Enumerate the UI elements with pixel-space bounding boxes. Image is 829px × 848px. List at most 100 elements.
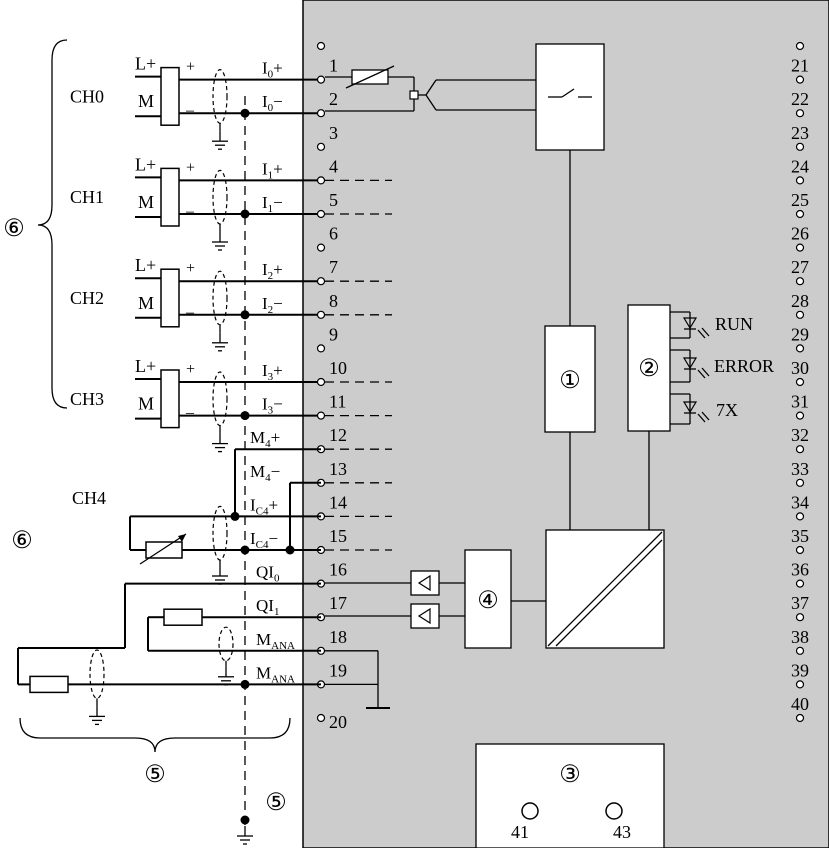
label-m-ana: MANA xyxy=(256,663,295,685)
pin-1-label: 1 xyxy=(329,56,338,76)
terminal-33 xyxy=(795,478,805,487)
pin-25-label: 25 xyxy=(791,190,809,210)
label-qi-0: QI0 xyxy=(256,563,280,585)
pin-24-label: 24 xyxy=(791,156,809,176)
terminal-24 xyxy=(795,176,805,185)
plus-label: + xyxy=(186,260,195,277)
marker-5-left: ⑤ xyxy=(144,762,166,788)
pin-33-label: 33 xyxy=(791,459,809,479)
terminals-and-wiring: 2122232425262728293031323334353637383940… xyxy=(17,41,809,845)
terminal-43 xyxy=(605,802,623,820)
terminal-6 xyxy=(316,243,326,252)
channel-label-0: CH0 xyxy=(70,86,104,106)
pin-35-label: 35 xyxy=(791,526,809,546)
terminal-39 xyxy=(795,680,805,689)
cable-shield xyxy=(89,649,105,700)
pin-34-label: 34 xyxy=(791,492,809,512)
pin-4-label: 4 xyxy=(329,156,338,176)
label-m4-plus: M4+ xyxy=(250,428,280,450)
channel-label-2: CH2 xyxy=(70,288,104,308)
output-amp-1 xyxy=(410,603,440,629)
terminal-top xyxy=(316,41,326,51)
terminal-28 xyxy=(795,310,805,319)
label-ic4-minus: IC4− xyxy=(250,529,278,551)
label-i1-plus: I1+ xyxy=(262,159,283,181)
cable-shield xyxy=(218,626,234,662)
marker-6-top: ⑥ xyxy=(3,216,25,242)
block-1 xyxy=(544,325,596,433)
lplus-label: L+ xyxy=(135,255,156,275)
plus-label: + xyxy=(186,361,195,378)
minus-label: – xyxy=(185,203,195,220)
pin-21-label: 21 xyxy=(791,56,809,76)
pin-16-label: 16 xyxy=(329,560,347,580)
label-ic4-plus: IC4+ xyxy=(250,495,278,517)
pin-6-label: 6 xyxy=(329,224,338,244)
terminal-26 xyxy=(795,243,805,252)
led-group: RUN ERROR 7X xyxy=(670,311,774,425)
cable-shield xyxy=(212,169,228,225)
pin-13-label: 13 xyxy=(329,459,347,479)
terminal-30 xyxy=(795,377,805,387)
pin-2-label: 2 xyxy=(329,89,338,109)
cable-shield xyxy=(212,505,228,561)
junction-terminal xyxy=(409,90,419,100)
terminal-1 xyxy=(316,75,326,84)
label-i2-minus: I2− xyxy=(262,294,283,316)
pin-28-label: 28 xyxy=(791,291,809,311)
marker-1: ① xyxy=(559,368,581,394)
pin-38-label: 38 xyxy=(791,627,809,647)
load-resistor-0 xyxy=(29,675,69,694)
terminal-20 xyxy=(316,713,326,723)
transducer-2 xyxy=(160,268,180,328)
minus-label: – xyxy=(185,405,195,422)
pin-41-label: 41 xyxy=(511,822,529,842)
led-error xyxy=(670,349,710,383)
cable-shield xyxy=(212,69,228,124)
label-i3-plus: I3+ xyxy=(262,361,283,383)
terminal-38 xyxy=(795,646,805,655)
label-i0-minus: I0− xyxy=(262,92,283,114)
cable-shield xyxy=(212,371,228,427)
label-i0-plus: I0+ xyxy=(262,59,283,81)
terminal-11 xyxy=(316,411,326,420)
cable-shield xyxy=(212,270,228,326)
ch4-label: CH4 xyxy=(72,488,106,508)
pin-27-label: 27 xyxy=(791,257,809,277)
pin-36-label: 36 xyxy=(791,560,809,580)
terminal-40 xyxy=(795,713,805,723)
terminal-37 xyxy=(795,613,805,622)
lplus-label: L+ xyxy=(135,356,156,376)
m-label: M xyxy=(138,192,154,212)
pin-7-label: 7 xyxy=(329,257,338,277)
junction-dot xyxy=(240,209,250,219)
pin-8-label: 8 xyxy=(329,291,338,311)
load-resistor-1 xyxy=(163,608,203,626)
terminal-31 xyxy=(795,411,805,420)
terminal-10 xyxy=(316,377,326,387)
junction-dot xyxy=(230,511,240,521)
marker-2: ② xyxy=(638,356,660,382)
terminal-23 xyxy=(795,142,805,151)
terminal-41 xyxy=(521,802,539,820)
marker-6-bottom: ⑥ xyxy=(11,528,33,554)
minus-label: – xyxy=(185,102,195,119)
marker-4: ④ xyxy=(477,588,499,614)
junction-dot xyxy=(240,108,250,118)
pin-18-label: 18 xyxy=(329,627,347,647)
pin-40-label: 40 xyxy=(791,694,809,714)
minus-label: – xyxy=(185,304,195,321)
m-label: M xyxy=(138,293,154,313)
channel-label-1: CH1 xyxy=(70,187,104,207)
pin-23-label: 23 xyxy=(791,123,809,143)
rtd-arrowhead xyxy=(178,534,186,542)
junction-dot xyxy=(240,815,250,825)
pin-12-label: 12 xyxy=(329,425,347,445)
junction-dot xyxy=(240,411,250,421)
rtd-arrow xyxy=(139,533,187,565)
label-m-ana: MANA xyxy=(256,630,295,652)
switch-symbol xyxy=(548,88,592,98)
pin-37-label: 37 xyxy=(791,593,809,613)
lplus-label: L+ xyxy=(135,54,156,74)
